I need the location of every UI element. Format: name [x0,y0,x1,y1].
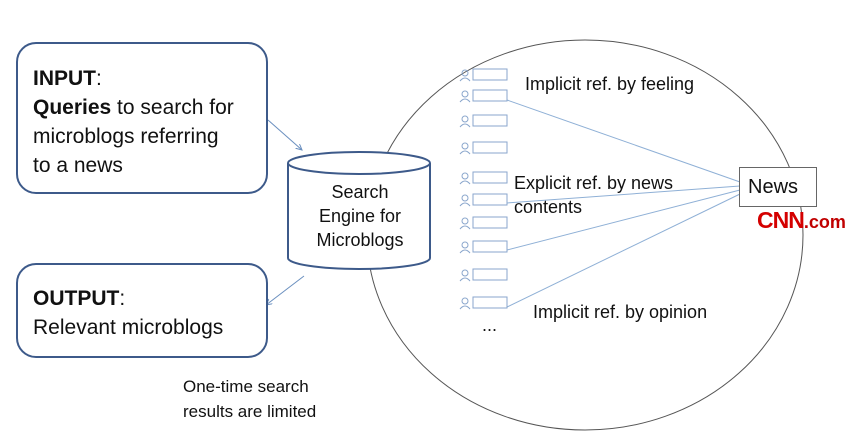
output-heading: OUTPUT [33,287,120,310]
cnn-logo: CNN.com [757,207,846,233]
search-engine-label: Search Engine for Microblogs [316,182,404,250]
user-icon [459,171,508,185]
user-icon [459,240,508,254]
user-icon [459,193,508,207]
queries-label: Queries [33,96,112,119]
user-icon [459,268,508,282]
search-engine-cylinder [287,151,431,270]
user-icon [459,216,508,230]
arrow-input-to-engine [267,119,302,150]
arrow-engine-to-output [266,275,305,305]
more-microblogs-ellipsis: ... [482,315,498,335]
input-line-4: to a news [33,154,123,177]
user-icon [459,141,508,155]
user-icon [459,89,508,103]
output-box-text: OUTPUT: Relevant microblogs [33,284,265,342]
input-line-3: microblogs referring [33,125,219,148]
label-implicit-opinion: Implicit ref. by opinion [533,302,708,322]
output-box [16,263,268,358]
input-heading: INPUT [33,67,96,90]
user-icon [459,68,508,82]
microblog-cluster-ellipse [366,39,804,431]
user-icon [459,296,508,310]
limitation-note: One-time search results are limited [183,377,317,421]
output-line-2: Relevant microblogs [33,316,224,339]
news-box: News [739,167,817,207]
input-box-text: INPUT: Queries to search for microblogs … [33,64,265,180]
reference-lines [506,99,741,308]
input-box [16,42,268,194]
label-implicit-feeling: Implicit ref. by feeling [525,74,695,94]
label-explicit-contents: Explicit ref. by news contents [514,173,674,217]
user-icon [459,114,508,128]
